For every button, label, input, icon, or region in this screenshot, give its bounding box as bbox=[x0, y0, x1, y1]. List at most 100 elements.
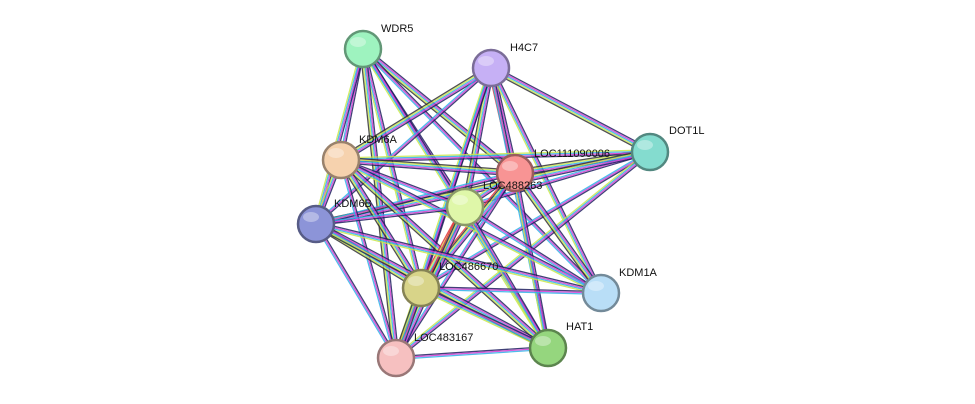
edge-line bbox=[395, 150, 650, 358]
node-hat1[interactable]: HAT1 bbox=[528, 321, 593, 368]
node-loc486670[interactable]: LOC486670 bbox=[401, 261, 498, 308]
node-circle[interactable] bbox=[321, 140, 361, 180]
edge-line bbox=[339, 65, 490, 159]
edge-line bbox=[512, 174, 600, 296]
node-dot1l[interactable]: DOT1L bbox=[630, 125, 704, 172]
edge-line bbox=[341, 158, 423, 288]
node-h4c7[interactable]: H4C7 bbox=[471, 42, 538, 88]
edge-line bbox=[363, 47, 517, 173]
edge-LOC111090006-KDM6A bbox=[340, 156, 516, 177]
node-loc111090006[interactable]: LOC111090006 bbox=[495, 148, 610, 193]
edge-line bbox=[315, 225, 601, 296]
edge-H4C7-DOT1L bbox=[489, 64, 652, 156]
edge-LOC486670-KDM1A bbox=[420, 285, 602, 296]
edge-line bbox=[341, 158, 602, 293]
node-label: LOC483167 bbox=[414, 332, 473, 344]
edge-line bbox=[421, 285, 602, 293]
edge-LOC111090006-KDM1A bbox=[512, 170, 604, 296]
edge-line bbox=[463, 207, 601, 295]
node-highlight bbox=[535, 336, 551, 346]
node-loc488263[interactable]: LOC488263 bbox=[445, 180, 542, 227]
edge-line bbox=[420, 288, 601, 296]
edge-LOC488263-HAT1 bbox=[462, 205, 551, 350]
edge-line bbox=[513, 173, 601, 295]
edge-line bbox=[465, 206, 550, 348]
edge-line bbox=[314, 224, 396, 360]
node-highlight bbox=[588, 281, 604, 291]
node-kdm6a[interactable]: KDM6A bbox=[321, 134, 398, 180]
edge-line bbox=[340, 150, 650, 160]
node-label: KDM6A bbox=[359, 134, 398, 146]
node-wdr5[interactable]: WDR5 bbox=[343, 23, 413, 69]
node-highlight bbox=[408, 276, 424, 286]
edge-line bbox=[340, 67, 492, 161]
node-circle[interactable] bbox=[445, 187, 485, 227]
edge-line bbox=[340, 159, 516, 174]
node-loc483167[interactable]: LOC483167 bbox=[376, 332, 473, 378]
edge-line bbox=[359, 49, 394, 359]
edge-line bbox=[363, 48, 399, 358]
edge-line bbox=[490, 67, 651, 153]
edge-line bbox=[365, 48, 400, 358]
node-label: WDR5 bbox=[381, 23, 413, 35]
edge-line bbox=[420, 287, 602, 294]
node-label: KDM6B bbox=[334, 198, 372, 210]
edge-line bbox=[492, 66, 604, 293]
edge-line bbox=[314, 48, 363, 224]
edge-line bbox=[341, 158, 466, 207]
node-label: H4C7 bbox=[510, 42, 538, 54]
edge-line bbox=[464, 206, 602, 294]
node-circle[interactable] bbox=[581, 273, 621, 313]
node-highlight bbox=[303, 212, 319, 222]
edge-line bbox=[338, 161, 547, 351]
node-circle[interactable] bbox=[343, 29, 383, 69]
node-label: DOT1L bbox=[669, 125, 704, 137]
edge-line bbox=[342, 69, 493, 163]
edge-line bbox=[339, 161, 601, 296]
edge-line bbox=[340, 162, 515, 177]
edge-line bbox=[315, 204, 465, 224]
node-kdm1a[interactable]: KDM1A bbox=[581, 267, 658, 313]
edge-line bbox=[515, 171, 603, 293]
edge-KDM6B-KDM1A bbox=[315, 221, 602, 296]
node-circle[interactable] bbox=[376, 338, 416, 378]
node-label: LOC486670 bbox=[439, 261, 498, 273]
node-highlight bbox=[478, 56, 494, 66]
node-circle[interactable] bbox=[471, 48, 511, 88]
edge-line bbox=[516, 170, 604, 292]
node-label: KDM1A bbox=[619, 267, 658, 279]
edge-line bbox=[340, 160, 515, 176]
edge-line bbox=[316, 173, 516, 226]
edge-line bbox=[489, 69, 649, 156]
edge-line bbox=[315, 206, 466, 225]
edge-line bbox=[421, 285, 550, 347]
edge-line bbox=[315, 223, 397, 359]
edge-line bbox=[364, 46, 518, 172]
edge-line bbox=[395, 347, 549, 359]
node-circle[interactable] bbox=[528, 328, 568, 368]
edge-line bbox=[341, 68, 493, 162]
edge-line bbox=[512, 173, 547, 349]
edge-line bbox=[462, 207, 547, 350]
edge-line bbox=[395, 345, 548, 358]
edge-line bbox=[339, 160, 396, 359]
edge-line bbox=[491, 67, 603, 293]
edge-line bbox=[362, 48, 397, 359]
node-kdm6b[interactable]: KDM6B bbox=[296, 198, 372, 244]
edge-line bbox=[316, 222, 602, 293]
node-circle[interactable] bbox=[401, 268, 441, 308]
edge-LOC488263-KDM6B bbox=[315, 204, 466, 227]
node-circle[interactable] bbox=[630, 132, 670, 172]
node-circle[interactable] bbox=[296, 204, 336, 244]
edge-WDR5-LOC483167 bbox=[359, 48, 400, 359]
node-highlight bbox=[452, 195, 468, 205]
node-circle[interactable] bbox=[495, 153, 535, 193]
edge-line bbox=[316, 68, 493, 226]
edge-line bbox=[316, 207, 466, 227]
node-label: LOC488263 bbox=[483, 180, 542, 192]
edge-H4C7-KDM1A bbox=[488, 66, 604, 295]
edge-line bbox=[316, 222, 398, 358]
edge-line bbox=[361, 49, 421, 289]
